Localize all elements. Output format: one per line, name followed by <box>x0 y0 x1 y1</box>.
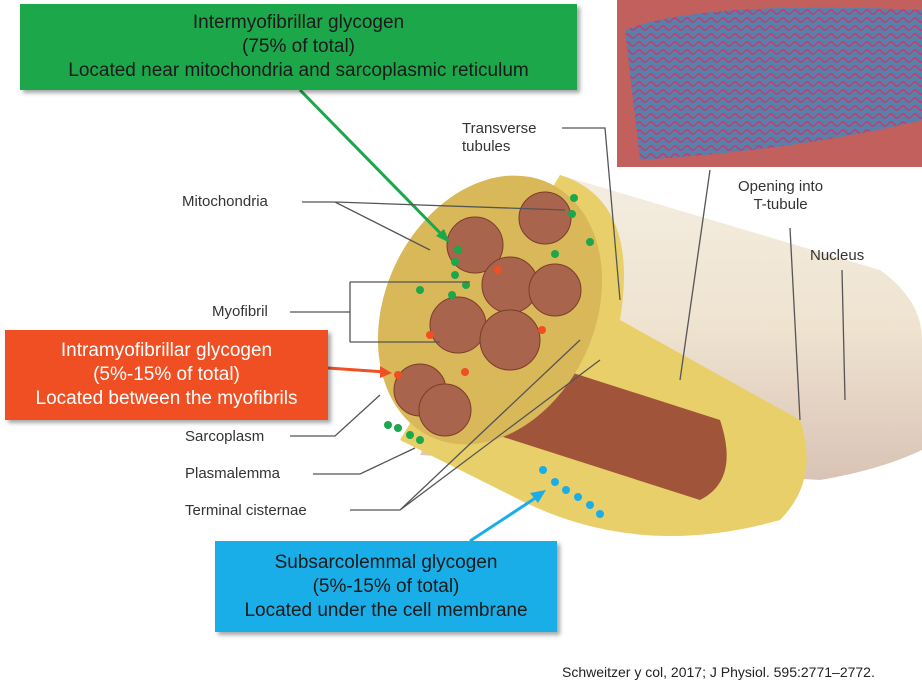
intramyofibrillar-title: Intramyofibrillar glycogen <box>60 340 273 361</box>
micrograph-mitochondrion <box>625 7 922 160</box>
subsarcolemmal-location: Located under the cell membrane <box>244 599 528 621</box>
citation: Schweitzer y col, 2017; J Physiol. 595:2… <box>562 664 875 680</box>
label-opening-t-tubule: Opening into T-tubule <box>738 178 823 214</box>
intramyofibrillar-glycogen-box: Intramyofibrillar glycogen (5%-15% of to… <box>5 330 328 420</box>
intramyofibrillar-location: Located between the myofibrils <box>35 388 298 409</box>
intermyofibrillar-title: Intermyofibrillar glycogen <box>192 12 405 33</box>
intramyofibrillar-glycogen-dots <box>394 266 546 379</box>
subsarcolemmal-share: (5%-15% of total) <box>312 575 460 597</box>
intermyofibrillar-location: Located near mitochondria and sarcoplasm… <box>68 60 529 81</box>
label-mitochondria: Mitochondria <box>182 193 268 210</box>
intermyofibrillar-glycogen-dots <box>384 194 594 444</box>
label-myofibril: Myofibril <box>212 303 268 320</box>
subsarcolemmal-glycogen-dots <box>539 466 604 518</box>
label-opening-line2: T-tubule <box>753 196 808 213</box>
intramyofibrillar-share: (5%-15% of total) <box>93 364 240 385</box>
subsarcolemmal-glycogen-box: Subsarcolemmal glycogen (5%-15% of total… <box>215 541 557 632</box>
label-transverse-tubules: Transverse tubules <box>462 120 536 156</box>
intermyofibrillar-glycogen-box: Intermyofibrillar glycogen (75% of total… <box>20 4 577 90</box>
label-sarcoplasm: Sarcoplasm <box>185 428 265 445</box>
leader-lines <box>290 127 846 511</box>
intermyofibrillar-share: (75% of total) <box>242 36 355 57</box>
subsarcolemmal-title: Subsarcolemmal glycogen <box>274 551 498 573</box>
label-plasmalemma: Plasmalemma <box>185 465 281 482</box>
label-transverse-line2: tubules <box>462 138 511 155</box>
label-transverse-line1: Transverse <box>462 120 537 137</box>
label-nucleus: Nucleus <box>810 247 865 264</box>
label-opening-line1: Opening into <box>738 178 824 195</box>
pointer-arrows <box>298 88 546 543</box>
label-terminal-cisternae: Terminal cisternae <box>185 502 307 519</box>
myofibril-cross-sections <box>393 191 582 437</box>
